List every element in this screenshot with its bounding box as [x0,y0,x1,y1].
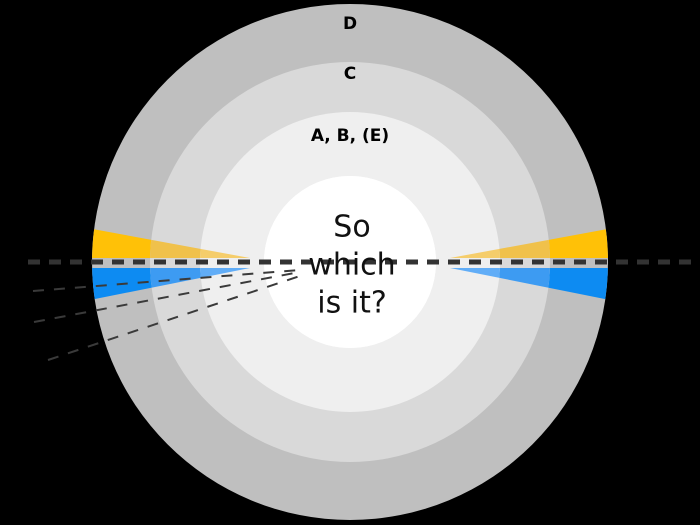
ring-label-d: D [343,14,357,34]
wedge-right-real [450,212,700,318]
left-yellow-inner [0,212,250,258]
ring-label-c: C [344,64,356,84]
center-question-text: So which is it? [308,210,395,321]
ring-label-abe: A, B, (E) [311,126,389,146]
center-text-line-1: So [333,210,370,245]
ray-line-2 [33,271,301,323]
ray-line-1 [32,269,301,292]
wedge-left-real [0,212,250,318]
ray-line-3 [47,275,301,361]
right-blue-inner [450,268,700,318]
right-yellow-inner [450,212,700,258]
center-text-line-3: is it? [317,286,387,321]
ray-line-group [32,269,301,361]
left-blue-inner [0,268,250,318]
center-text-line-2: which [308,248,395,283]
